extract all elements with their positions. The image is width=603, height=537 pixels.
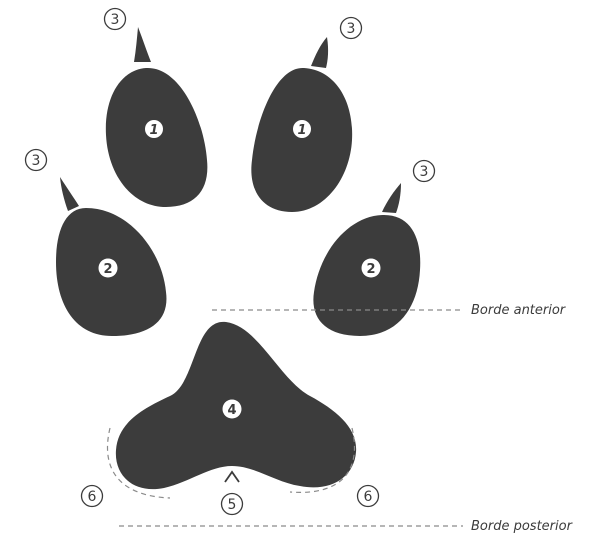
marker-claw-top-right: 3 <box>341 18 362 39</box>
notch-caret-icon <box>225 472 239 482</box>
svg-text:3: 3 <box>32 153 41 169</box>
claw-right-top <box>311 37 328 68</box>
svg-text:3: 3 <box>111 12 120 28</box>
svg-text:6: 6 <box>364 489 373 505</box>
border-front-label: Borde anterior <box>471 303 567 318</box>
marker-toe-pad-left: 1 <box>145 120 163 138</box>
toe-pad-right <box>251 68 352 212</box>
border-back-label: Borde posterior <box>471 519 574 534</box>
svg-text:2: 2 <box>366 262 375 277</box>
claw-left-top <box>134 27 151 62</box>
svg-text:1: 1 <box>149 123 158 138</box>
svg-text:6: 6 <box>88 489 97 505</box>
svg-text:5: 5 <box>228 497 237 513</box>
marker-toe-pad-right: 1 <box>293 120 311 138</box>
svg-text:2: 2 <box>103 262 112 277</box>
claw-right-side <box>382 183 401 213</box>
marker-heel-lobe-right: 6 <box>358 486 379 507</box>
marker-claw-top-left: 3 <box>105 9 126 30</box>
svg-text:1: 1 <box>297 123 306 138</box>
marker-claw-side-left: 3 <box>26 150 47 171</box>
svg-text:3: 3 <box>420 164 429 180</box>
svg-text:4: 4 <box>227 403 236 418</box>
marker-lateral-pad-right: 2 <box>362 259 381 278</box>
marker-claw-side-right: 3 <box>414 161 435 182</box>
svg-text:3: 3 <box>347 21 356 37</box>
marker-notch: 5 <box>222 494 243 515</box>
claw-left-side <box>60 177 79 211</box>
marker-lateral-pad-left: 2 <box>99 259 118 278</box>
marker-heel-lobe-left: 6 <box>82 486 103 507</box>
marker-heel-pad: 4 <box>223 400 242 419</box>
